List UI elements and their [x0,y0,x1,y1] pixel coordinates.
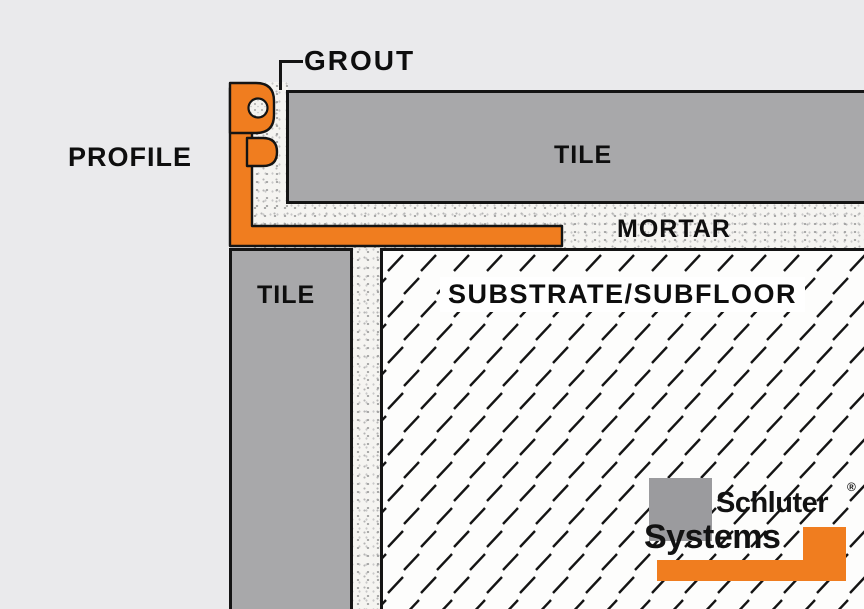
profile-hollow [247,97,269,119]
top-tile [286,90,864,204]
logo-brand-line2: Systems [644,518,781,556]
substrate-label: SUBSTRATE/SUBFLOOR [440,277,805,313]
grout-label: GROUT [304,45,416,76]
profile-label: PROFILE [68,142,193,172]
left-tile-label: TILE [257,281,316,309]
logo-orange-angle-horizontal [657,560,846,581]
grout-leader-line [279,60,303,63]
grout-leader-line [279,60,282,90]
mortar-strip [353,248,380,609]
profile-shape [228,81,564,248]
profile-tab [245,136,279,168]
logo-orange-angle-vertical [803,527,846,562]
registered-trademark-symbol: ® [847,480,856,494]
logo-gray-square [649,478,712,541]
mortar-label: MORTAR [617,215,731,243]
top-tile-label: TILE [554,141,613,169]
left-tile [229,248,353,609]
profile-anchoring-leg [228,86,564,248]
logo-brand-line1: Schluter [716,487,829,519]
